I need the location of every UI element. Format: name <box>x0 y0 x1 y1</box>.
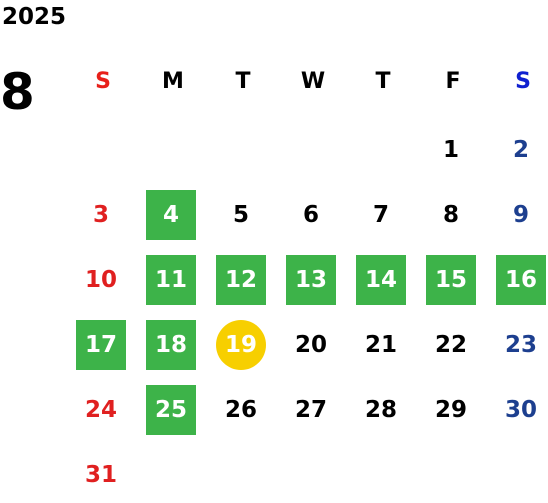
day-cell[interactable]: 5 <box>232 202 249 228</box>
weekday-header-wednesday: W <box>300 69 326 94</box>
day-cell[interactable]: 13 <box>286 255 336 305</box>
month-number: 8 <box>0 63 35 121</box>
day-cell[interactable]: 15 <box>426 255 476 305</box>
day-cell[interactable]: 2 <box>512 137 529 163</box>
day-cell[interactable]: 27 <box>294 397 327 423</box>
day-cell[interactable]: 3 <box>92 202 109 228</box>
weekday-header-friday: F <box>445 69 461 94</box>
day-cell[interactable]: 18 <box>146 320 196 370</box>
day-cell[interactable]: 26 <box>224 397 257 423</box>
day-cell[interactable]: 17 <box>76 320 126 370</box>
day-cell[interactable]: 14 <box>356 255 406 305</box>
day-cell[interactable]: 20 <box>294 332 327 358</box>
day-cell[interactable]: 31 <box>84 462 117 488</box>
day-cell[interactable]: 28 <box>364 397 397 423</box>
day-cell[interactable]: 25 <box>146 385 196 435</box>
day-cell[interactable]: 9 <box>512 202 529 228</box>
day-cell[interactable]: 4 <box>146 190 196 240</box>
weekday-header-sunday: S <box>95 69 111 94</box>
day-cell[interactable]: 11 <box>146 255 196 305</box>
weekday-header-tuesday: T <box>235 69 251 94</box>
day-cell[interactable]: 1 <box>442 137 459 163</box>
day-cell[interactable]: 30 <box>504 397 537 423</box>
weekday-header-saturday: S <box>515 69 531 94</box>
day-cell[interactable]: 7 <box>372 202 389 228</box>
weekday-header-thursday: T <box>375 69 391 94</box>
day-cell[interactable]: 16 <box>496 255 546 305</box>
day-cell[interactable]: 21 <box>364 332 397 358</box>
day-cell[interactable]: 12 <box>216 255 266 305</box>
today-day-cell[interactable]: 19 <box>216 320 266 370</box>
day-cell[interactable]: 8 <box>442 202 459 228</box>
day-cell[interactable]: 24 <box>84 397 117 423</box>
day-cell[interactable]: 22 <box>434 332 467 358</box>
weekday-header-monday: M <box>162 69 184 94</box>
day-cell[interactable]: 23 <box>504 332 537 358</box>
day-cell[interactable]: 6 <box>302 202 319 228</box>
year-label: 2025 <box>2 4 67 30</box>
day-cell[interactable]: 10 <box>84 267 117 293</box>
day-cell[interactable]: 29 <box>434 397 467 423</box>
